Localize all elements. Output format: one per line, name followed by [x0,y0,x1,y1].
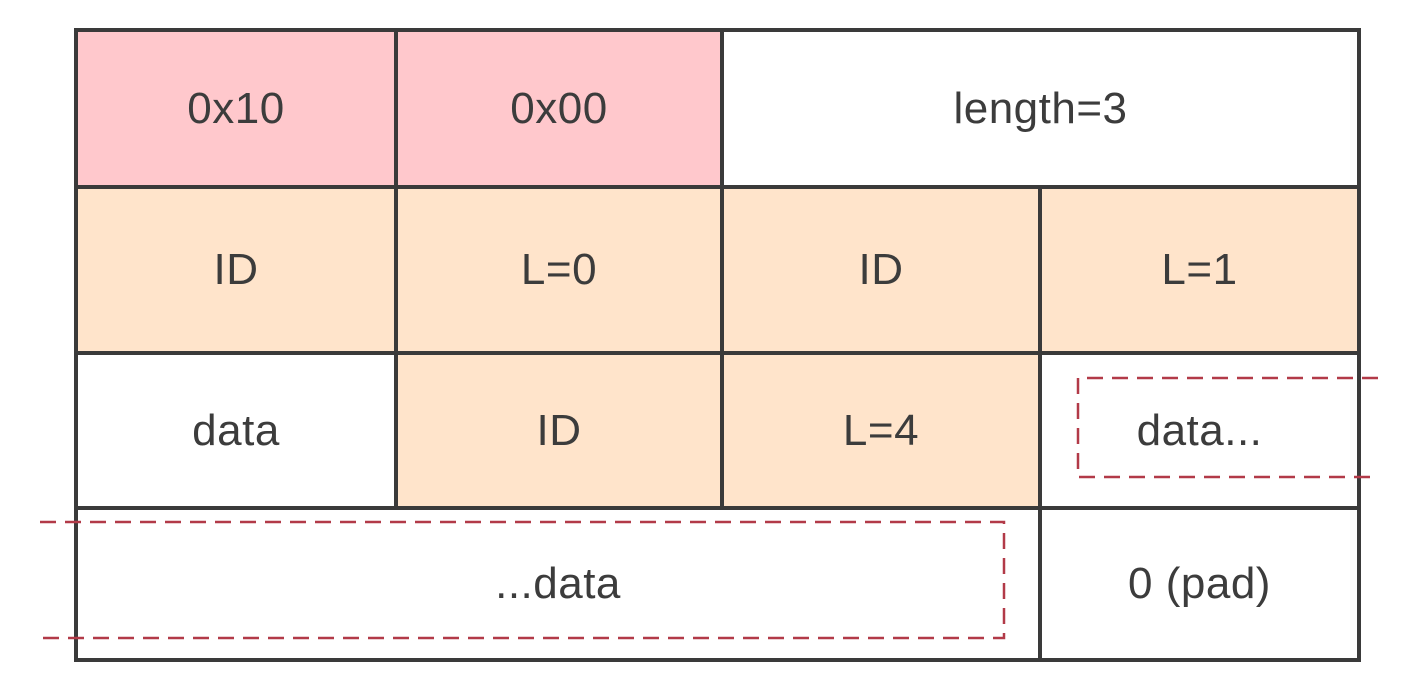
cell-header-byte-1: 0x00 [394,32,720,185]
cell-id-3: ID [394,351,720,506]
cell-padding: 0 (pad) [1038,506,1357,658]
cell-data-end: ...data [78,506,1038,658]
cell-id-1: ID [78,185,394,351]
cell-length-field-2: L=1 [1038,185,1357,351]
cell-header-byte-0: 0x10 [78,32,394,185]
cell-length: length=3 [720,32,1357,185]
cell-data-start: data... [1038,351,1357,506]
cell-length-field-1: L=0 [394,185,720,351]
cell-id-2: ID [720,185,1038,351]
packet-layout-grid: 0x10 0x00 length=3 ID L=0 ID L=1 data ID… [74,28,1361,662]
cell-length-field-3: L=4 [720,351,1038,506]
cell-data-1: data [78,351,394,506]
